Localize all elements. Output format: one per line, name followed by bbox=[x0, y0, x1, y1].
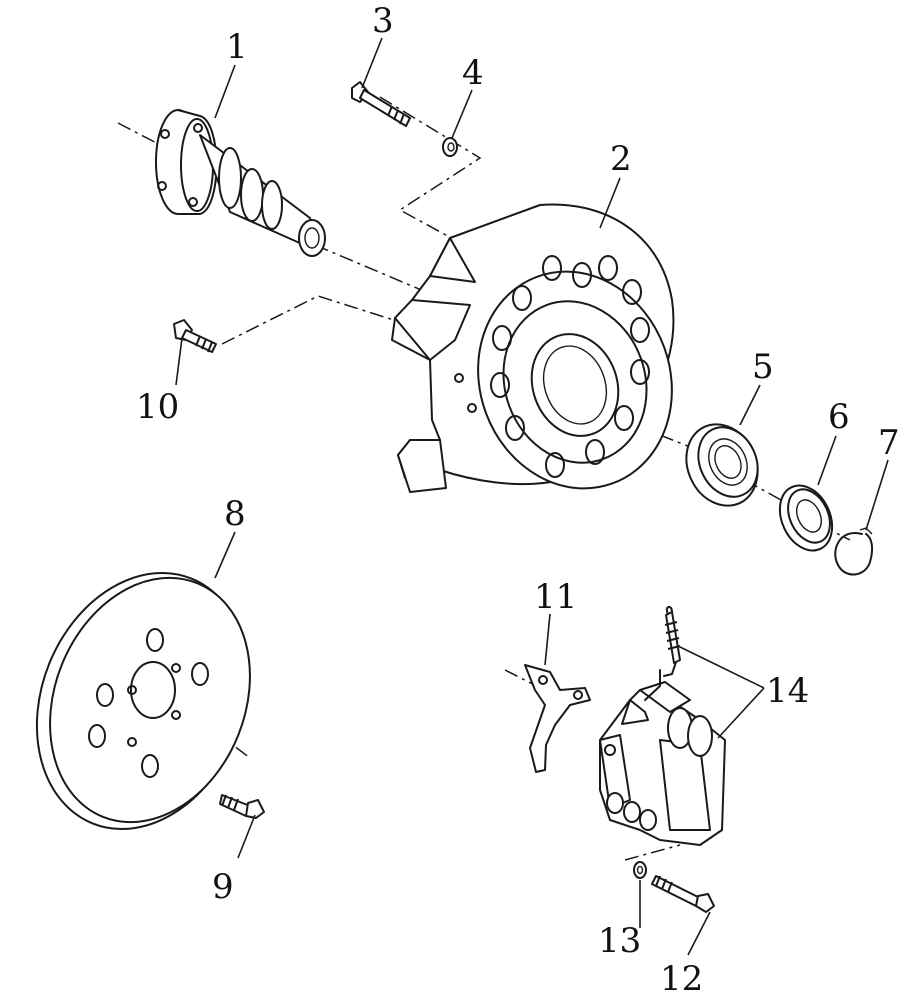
callout-6: 6 bbox=[828, 397, 850, 437]
callout-14: 14 bbox=[766, 671, 809, 711]
part-14-caliper bbox=[599, 606, 726, 846]
callout-1: 1 bbox=[226, 27, 248, 67]
callout-9: 9 bbox=[212, 867, 234, 907]
callout-13: 13 bbox=[598, 921, 641, 961]
part-3-bolt bbox=[351, 81, 411, 127]
part-6-seal bbox=[778, 484, 834, 552]
part-2-hub-housing bbox=[391, 203, 675, 493]
part-5-bearing bbox=[685, 423, 759, 507]
callouts: 1 2 3 4 5 6 7 8 9 10 11 12 13 14 bbox=[136, 1, 900, 999]
part-11-bracket bbox=[524, 664, 591, 773]
part-8-brake-disc bbox=[35, 572, 251, 830]
part-1-spindle bbox=[155, 109, 326, 257]
leader-lines bbox=[175, 37, 889, 956]
part-10-bolt bbox=[173, 319, 217, 353]
callout-12: 12 bbox=[660, 959, 703, 999]
part-9-bolt bbox=[219, 794, 265, 819]
callout-2: 2 bbox=[610, 139, 632, 179]
callout-7: 7 bbox=[878, 423, 900, 463]
callout-3: 3 bbox=[372, 1, 394, 41]
callout-8: 8 bbox=[224, 494, 246, 534]
part-7-circlip bbox=[834, 527, 874, 576]
part-13-washer bbox=[633, 861, 647, 879]
callout-11: 11 bbox=[534, 577, 577, 617]
callout-4: 4 bbox=[462, 53, 484, 93]
part-12-bolt bbox=[651, 875, 715, 913]
part-4-nut bbox=[442, 137, 458, 157]
callout-10: 10 bbox=[136, 387, 179, 427]
callout-5: 5 bbox=[752, 347, 774, 387]
